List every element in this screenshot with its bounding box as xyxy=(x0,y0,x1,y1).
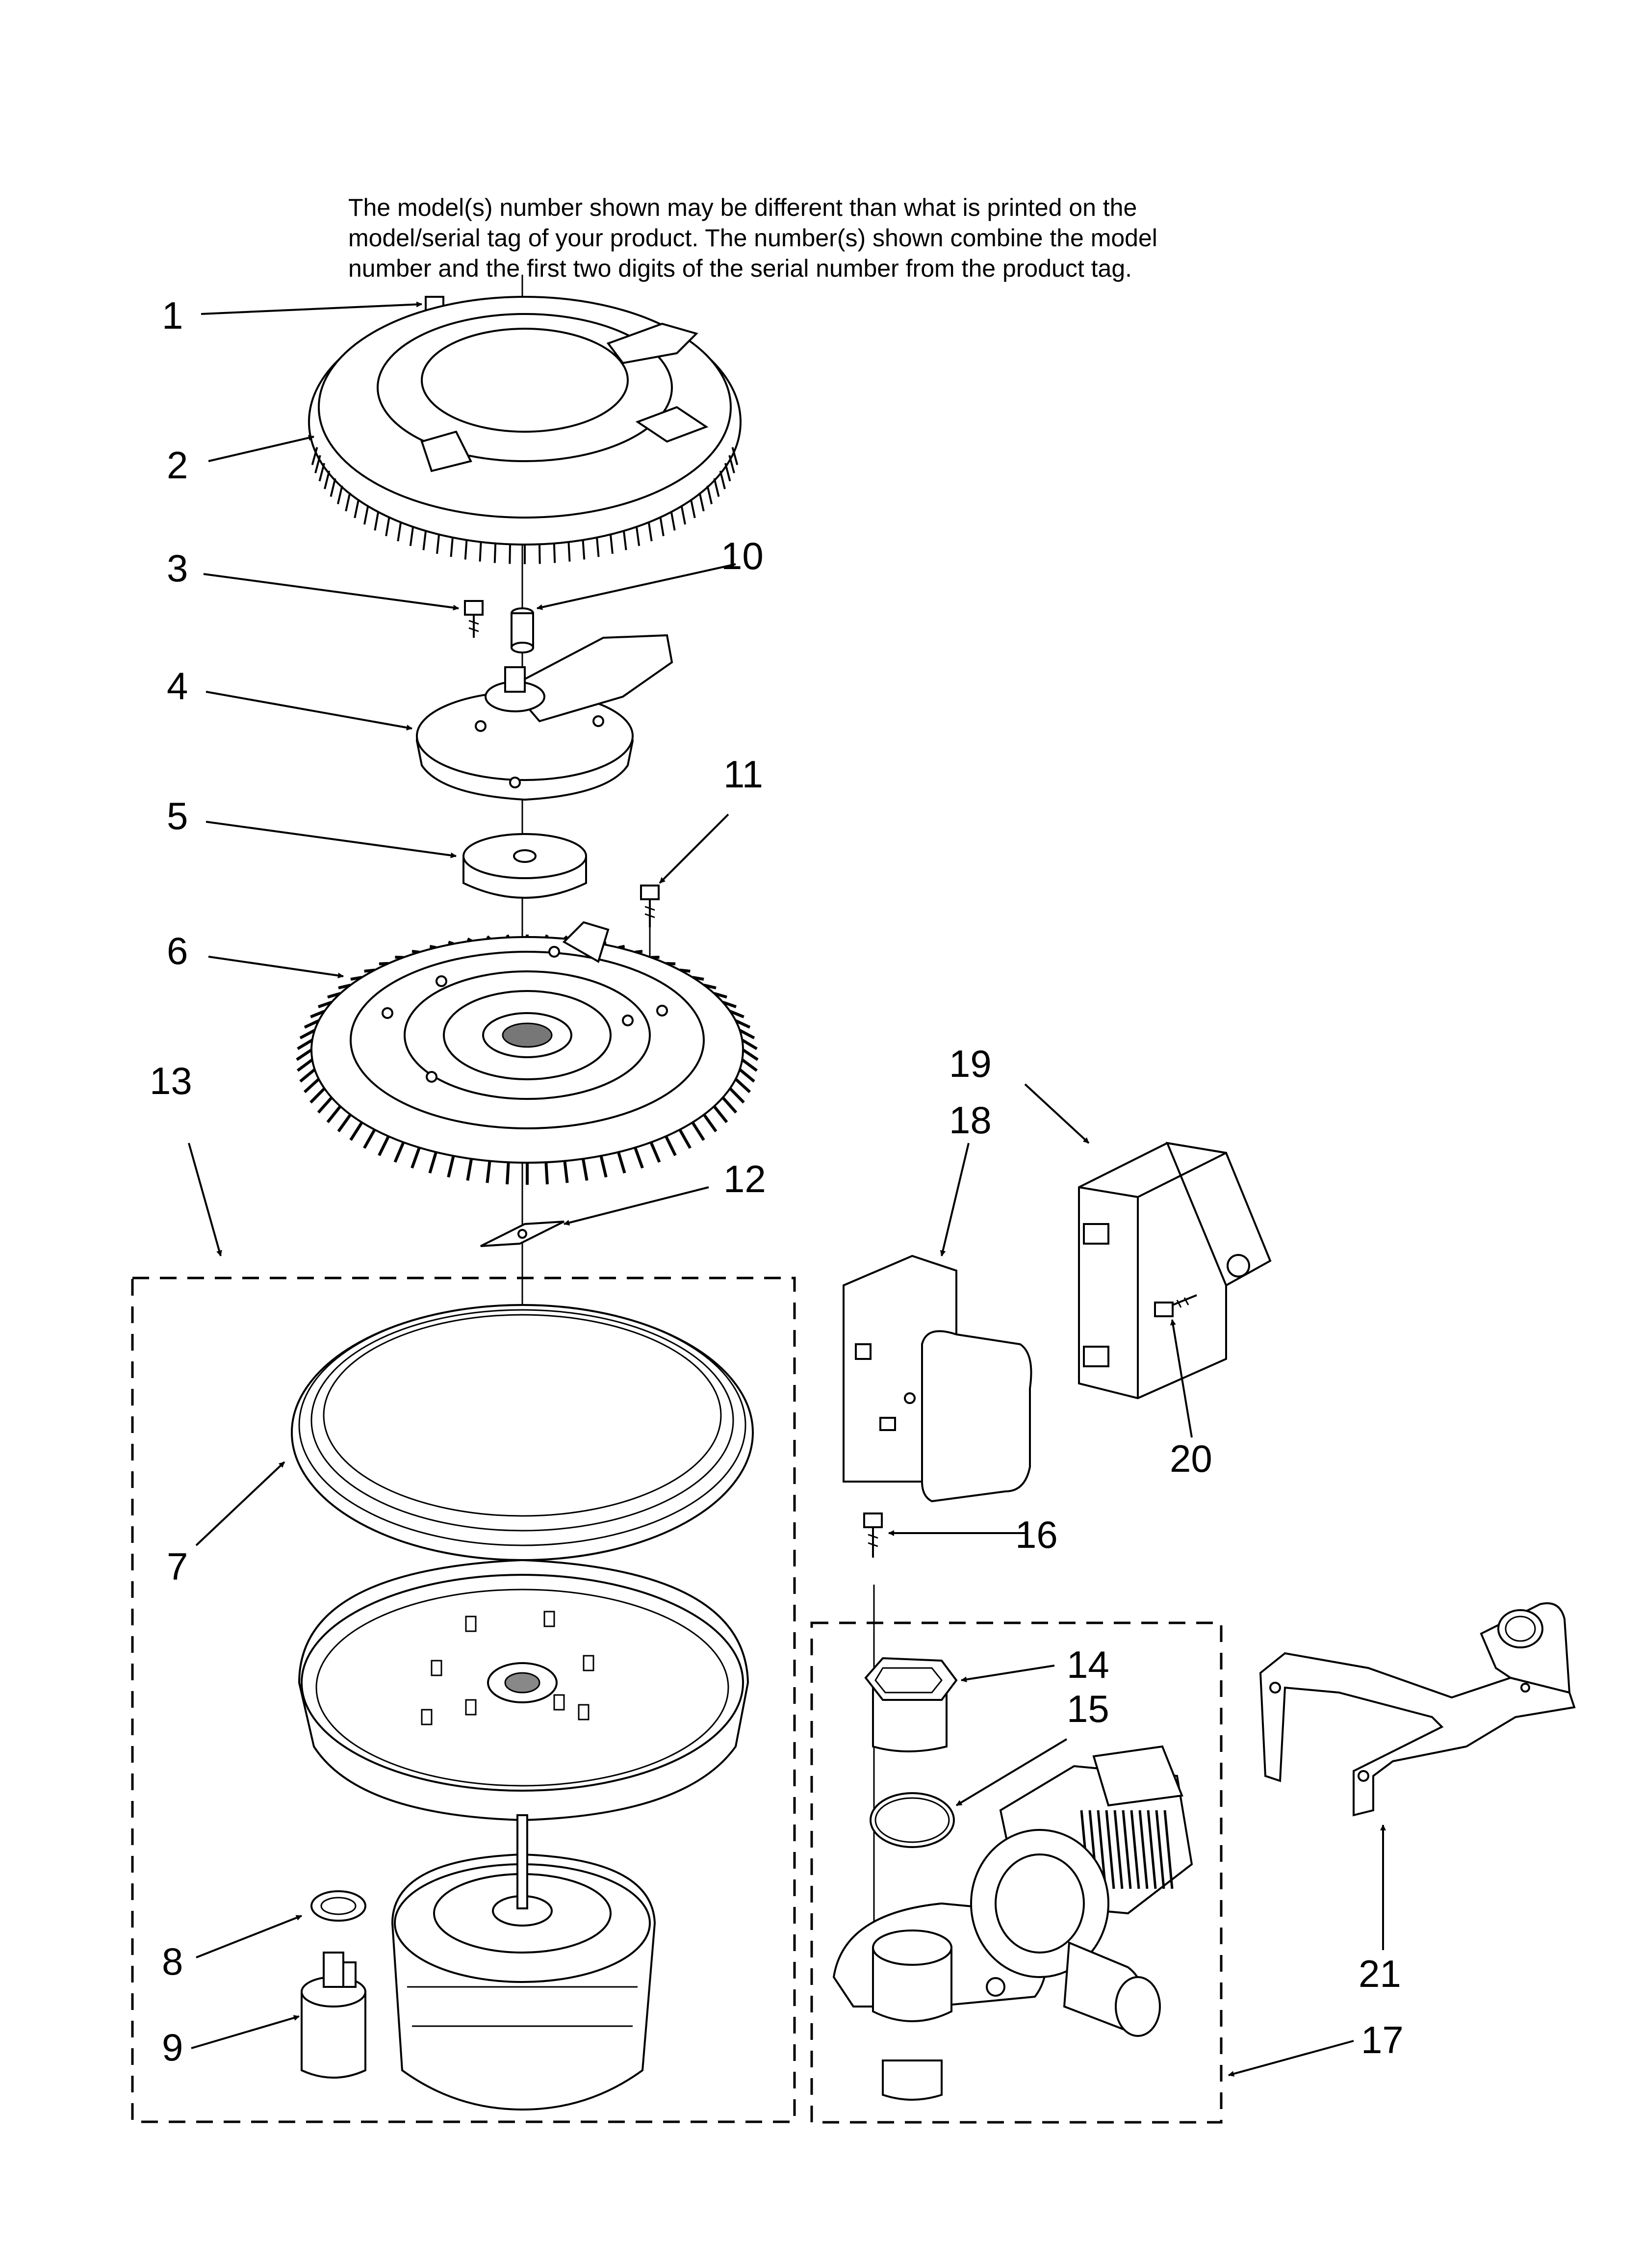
callout-7: 7 xyxy=(167,1545,188,1588)
part-5-impeller xyxy=(462,833,587,899)
assembly-13-boundary xyxy=(131,1277,796,2123)
part-17-drain-pump xyxy=(832,1745,1193,2101)
callout-11: 11 xyxy=(723,753,763,796)
callout-1: 1 xyxy=(162,294,183,337)
part-9-sensor xyxy=(301,1952,366,2079)
part-20-screw xyxy=(1154,1294,1197,1317)
callout-8: 8 xyxy=(162,1940,183,1983)
leader-lines xyxy=(188,301,1386,2077)
part-6-finned-base xyxy=(296,921,759,1185)
part-21-rail-bracket xyxy=(1259,1602,1576,1817)
callout-4: 4 xyxy=(167,664,188,707)
callout-10: 10 xyxy=(721,534,764,577)
assembly-17-boundary xyxy=(810,1621,1223,2124)
part-15-o-ring xyxy=(870,1792,955,1848)
callout-17: 17 xyxy=(1361,2018,1404,2061)
part-3-screw xyxy=(464,600,484,638)
callout-9: 9 xyxy=(162,2026,183,2069)
callout-15: 15 xyxy=(1067,1687,1109,1730)
callout-12: 12 xyxy=(723,1157,766,1200)
part-12-shim xyxy=(480,1221,564,1247)
callout-19: 19 xyxy=(949,1042,992,1085)
callout-6: 6 xyxy=(167,929,188,972)
part-16-screw xyxy=(863,1512,883,1558)
callout-13: 13 xyxy=(150,1059,192,1102)
part-4-housing xyxy=(415,634,673,801)
callout-5: 5 xyxy=(167,794,188,837)
part-8-o-ring xyxy=(310,1890,366,1922)
callout-18: 18 xyxy=(949,1098,992,1142)
callout-14: 14 xyxy=(1067,1643,1109,1686)
note-line-2: model/serial tag of your product. The nu… xyxy=(348,224,1157,252)
callout-2: 2 xyxy=(167,443,188,487)
model-number-note: The model(s) number shown may be differe… xyxy=(348,192,1378,284)
part-2-top-cover xyxy=(308,296,742,564)
callout-16: 16 xyxy=(1015,1513,1058,1556)
callout-20: 20 xyxy=(1170,1437,1212,1480)
sump-housing xyxy=(298,1559,749,1822)
part-14-filter-cup xyxy=(864,1657,958,1752)
motor-assembly xyxy=(391,1814,656,2111)
part-7-gasket-ring xyxy=(291,1304,754,1561)
note-line-3: number and the first two digits of the s… xyxy=(348,255,1132,282)
callout-3: 3 xyxy=(167,547,188,590)
part-10-pin xyxy=(511,607,534,653)
callout-21: 21 xyxy=(1359,1952,1401,1995)
part-18-bracket xyxy=(843,1254,1032,1503)
part-19-control-box xyxy=(1078,1142,1272,1400)
note-line-1: The model(s) number shown may be differe… xyxy=(348,194,1137,221)
